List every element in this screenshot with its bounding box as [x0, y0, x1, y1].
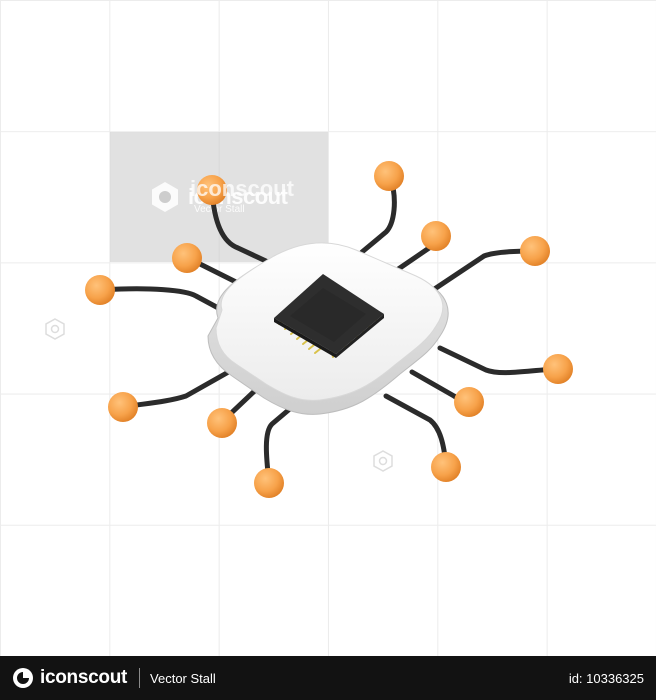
footer-divider	[139, 668, 141, 688]
circuit-node-icon	[197, 175, 227, 205]
cpu-chip-illustration	[85, 161, 573, 498]
footer-bar: iconscout Vector Stall id: 10336325	[0, 656, 656, 700]
watermark-author: Vector Stall	[194, 204, 245, 215]
circuit-node-icon	[454, 387, 484, 417]
footer-author[interactable]: Vector Stall	[150, 670, 216, 686]
circuit-node-icon	[520, 236, 550, 266]
iconscout-logo-icon	[13, 668, 33, 688]
small-watermark-icon	[45, 318, 65, 340]
circuit-node-icon	[421, 221, 451, 251]
circuit-node-icon	[374, 161, 404, 191]
small-watermark-icon	[373, 450, 393, 472]
footer-brand[interactable]: iconscout	[12, 667, 127, 689]
image-canvas: iconscout Vector Stall	[0, 0, 656, 656]
cpu-chip-icon	[274, 274, 384, 358]
circuit-nodes	[85, 161, 573, 498]
circuit-node-icon	[108, 392, 138, 422]
watermark-overlay-brand: iconscout	[190, 176, 294, 201]
circuit-node-icon	[85, 275, 115, 305]
footer-brand-name: iconscout	[40, 667, 128, 688]
footer-asset-id: id: 10336325	[568, 670, 644, 686]
circuit-node-icon	[172, 243, 202, 273]
circuit-node-icon	[543, 354, 573, 384]
circuit-node-icon	[431, 452, 461, 482]
circuit-node-icon	[207, 408, 237, 438]
iconscout-logo-icon	[152, 182, 178, 212]
circuit-node-icon	[254, 468, 284, 498]
